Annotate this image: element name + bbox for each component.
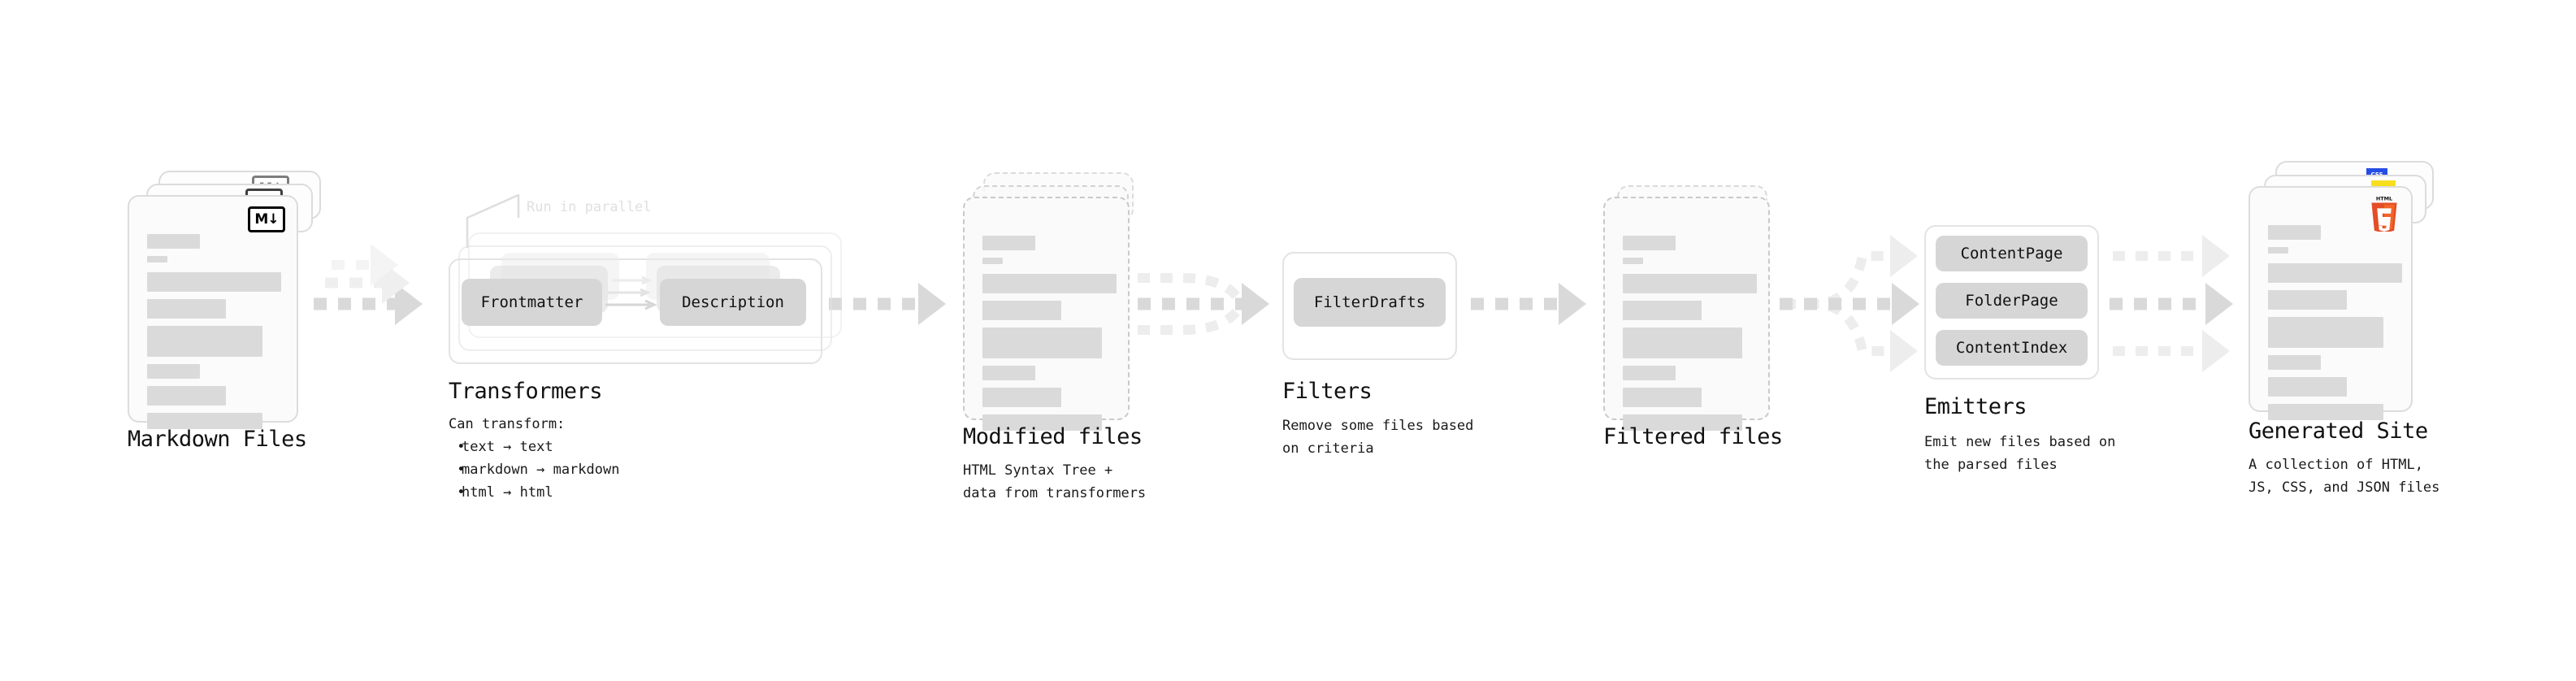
emitter-node-folderpage[interactable]: FolderPage [1936,283,2088,319]
emitters-box [1924,225,2099,380]
transformers-title: Transformers [449,379,603,404]
html5-shield-icon: HTML [2371,196,2397,232]
site-card-front: HTML [2249,186,2413,420]
filters-subtitle: Remove some files based on criteria [1282,418,1474,458]
filter-node-filterdrafts[interactable]: FilterDrafts [1294,278,1446,327]
transformer-node-description[interactable]: Description [660,279,806,326]
markdown-files-title: Markdown Files [128,427,307,452]
arrow-filters-to-filtered [1471,283,1586,325]
emitter-node-contentpage[interactable]: ContentPage [1936,236,2088,271]
card-text-lines [2268,209,2402,420]
transformers-bullet-2-label: html → html [462,484,553,501]
markdown-badge-icon: M↓ [248,206,285,232]
arrow-emitters-to-site [2110,235,2233,372]
emitter-node-contentindex-label: ContentIndex [1955,339,2068,357]
filters-title: Filters [1282,379,1373,404]
transformer-box-front [449,258,822,364]
emitter-node-contentpage-label: ContentPage [1960,245,2063,262]
emitter-node-contentindex[interactable]: ContentIndex [1936,330,2088,366]
filtered-card-front [1603,197,1770,431]
modified-files-subtitle: HTML Syntax Tree + data from transformer… [963,462,1147,502]
card-text-lines [1623,219,1757,431]
transformer-node-frontmatter[interactable]: Frontmatter [462,279,602,326]
filters-box [1282,252,1457,360]
filter-node-filterdrafts-label: FilterDrafts [1313,293,1426,311]
transformer-box-mid [458,245,832,351]
run-in-parallel-annotation: Run in parallel [527,199,652,215]
modified-files-title: Modified files [963,424,1143,449]
markdown-card-front: M↓ [128,195,298,429]
generated-site-title: Generated Site [2249,419,2428,444]
transformer-node-description-label: Description [682,293,784,311]
transformers-bullet-0: •text → text [449,439,553,456]
arrow-markdown-to-transformers [314,244,423,325]
filtered-files-title: Filtered files [1603,424,1783,449]
transformers-bullet-1: •markdown → markdown [449,462,620,479]
transformer-node-frontmatter-label: Frontmatter [480,293,583,311]
arrow-filtered-to-emitters [1780,235,1919,372]
transformers-bullet-1-label: markdown → markdown [462,462,620,479]
parallel-bracket-icon [466,193,520,248]
modified-card-front [963,197,1130,431]
arrow-modified-to-filters [1138,273,1269,335]
transformers-bullet-2: •html → html [449,484,553,501]
transformers-bullet-0-label: text → text [462,439,553,456]
emitters-title: Emitters [1924,394,2027,419]
card-text-lines [982,219,1117,431]
card-text-lines [147,218,282,429]
svg-text:HTML: HTML [2376,196,2392,202]
emitter-node-folderpage-label: FolderPage [1965,292,2058,310]
transformers-intro: Can transform: [449,416,566,432]
emitters-subtitle: Emit new files based on the parsed files [1924,434,2116,474]
generated-site-subtitle: A collection of HTML, JS, CSS, and JSON … [2249,457,2440,497]
arrow-transformers-to-modified [829,283,946,325]
transformers-description: Can transform: •text → text •markdown → … [449,413,619,504]
